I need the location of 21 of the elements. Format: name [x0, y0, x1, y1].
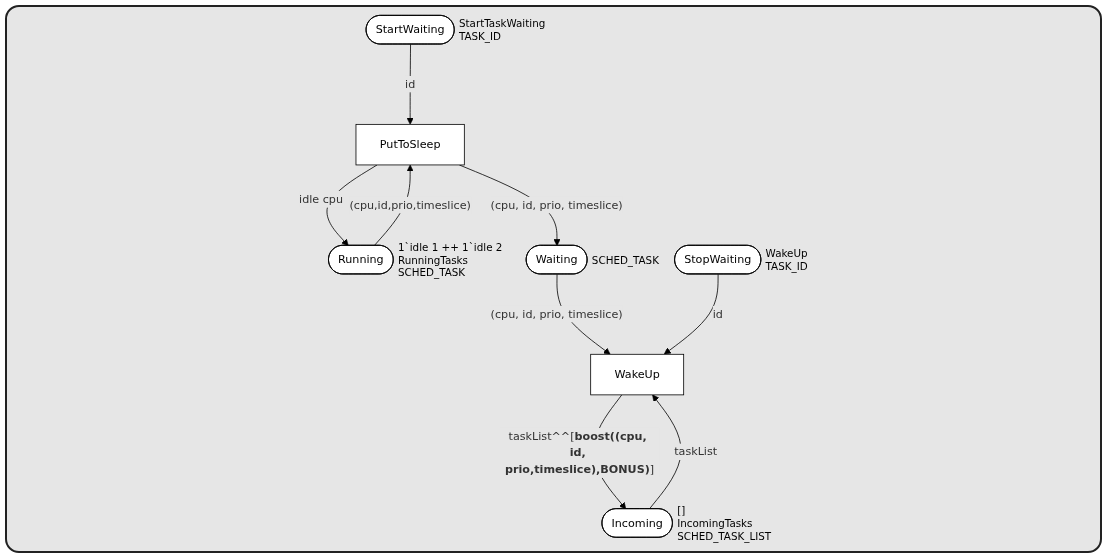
edge-label: (cpu, id, prio, timeslice) [490, 307, 623, 321]
place-annotation: SCHED_TASK_LIST [677, 529, 772, 542]
edge-label: (cpu,id,prio,timeslice) [349, 198, 471, 212]
edge-label: (cpu, id, prio, timeslice) [490, 198, 623, 212]
node-box: WakeUp [590, 353, 685, 396]
place-annotation: [] [677, 504, 686, 517]
edge-label: idle cpu [299, 192, 343, 206]
place-annotation: WakeUp [765, 247, 808, 260]
place-annotation: RunningTasks [398, 253, 468, 266]
place-annotation: SCHED_TASK [591, 253, 659, 266]
place-annotation: TASK_ID [765, 259, 808, 272]
place-annotation: IncomingTasks [677, 516, 753, 529]
place-annotation: StartTaskWaiting [459, 17, 546, 30]
node-box: PutToSleep [355, 123, 465, 166]
place-annotation: TASK_ID [459, 30, 502, 43]
place-annotation: SCHED_TASK [398, 266, 466, 279]
place-annotation: 1`idle 1 ++ 1`idle 2 [398, 240, 503, 253]
edge-label: taskList^^[boost((cpu, id, prio,timeslice),BONUS)] [505, 429, 655, 476]
edge-label: id [712, 307, 723, 321]
edge-label: id [405, 77, 416, 91]
edge-label: taskList [674, 444, 718, 458]
